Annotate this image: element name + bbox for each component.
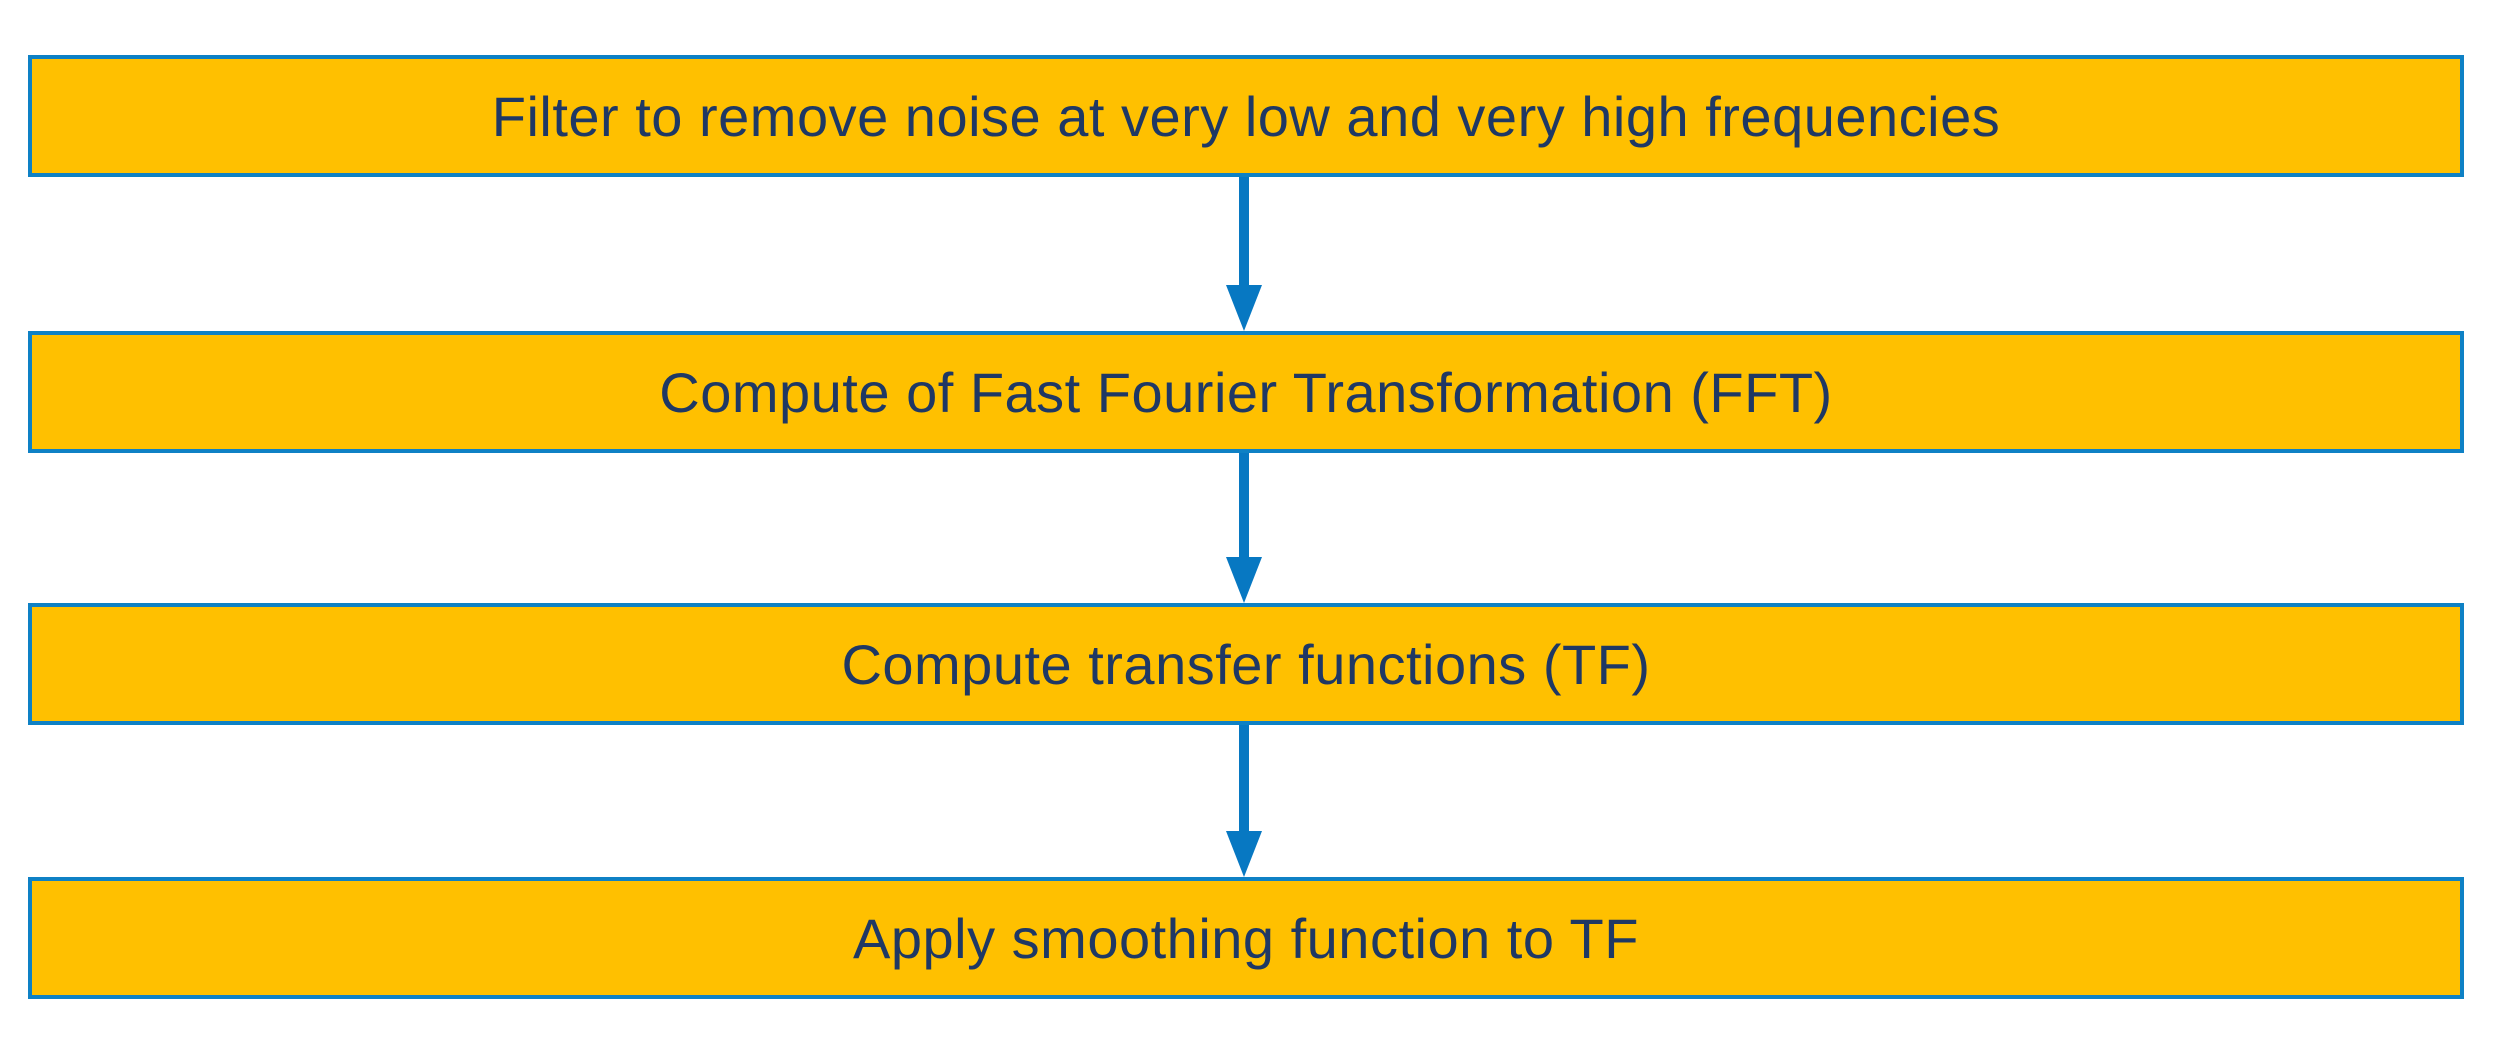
down-arrow-icon xyxy=(1226,453,1262,603)
arrow-shaft xyxy=(1239,177,1249,285)
flow-step-smoothing: Apply smoothing function to TF xyxy=(28,877,2464,999)
arrow-shaft xyxy=(1239,725,1249,831)
arrow-head xyxy=(1226,831,1262,877)
flow-step-label: Filter to remove noise at very low and v… xyxy=(491,84,2001,148)
flow-step-label: Apply smoothing function to TF xyxy=(853,906,1639,970)
flow-step-filter-noise: Filter to remove noise at very low and v… xyxy=(28,55,2464,177)
flow-step-label: Compute of Fast Fourier Transformation (… xyxy=(659,360,1833,424)
flow-step-label: Compute transfer functions (TF) xyxy=(841,632,1651,696)
arrow-shaft xyxy=(1239,453,1249,557)
down-arrow-icon xyxy=(1226,725,1262,877)
flow-step-compute-fft: Compute of Fast Fourier Transformation (… xyxy=(28,331,2464,453)
arrow-head xyxy=(1226,557,1262,603)
flow-step-compute-tf: Compute transfer functions (TF) xyxy=(28,603,2464,725)
down-arrow-icon xyxy=(1226,177,1262,331)
arrow-head xyxy=(1226,285,1262,331)
